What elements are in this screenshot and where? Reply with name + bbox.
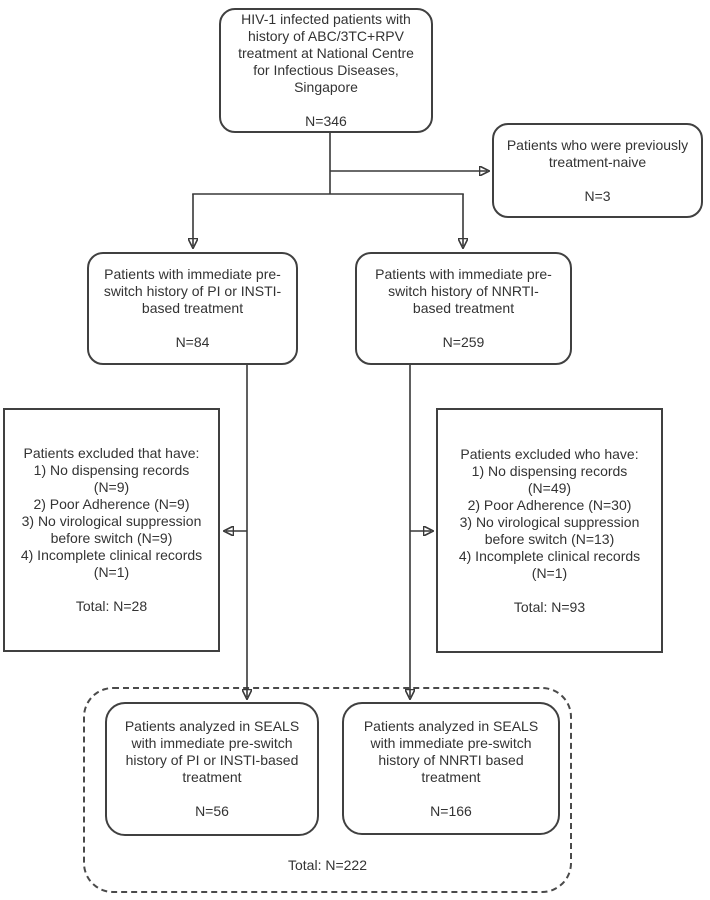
excluded-nnrti-box: Patients excluded who have: 1) No dispen… bbox=[436, 408, 663, 653]
nnrti-box-text: Patients with immediate pre- switch hist… bbox=[375, 266, 552, 316]
nnrti-box-count: N=259 bbox=[442, 334, 485, 350]
naive-box-text: Patients who were previously treatment-n… bbox=[506, 136, 689, 170]
seals-nnrti-box: Patients analyzed in SEALS with immediat… bbox=[342, 702, 560, 835]
source-box-text: HIV-1 infected patients with history of … bbox=[238, 11, 414, 95]
pi-insti-box: Patients with immediate pre- switch hist… bbox=[87, 252, 298, 365]
analyzed-group-box bbox=[83, 687, 572, 893]
naive-box: Patients who were previously treatment-n… bbox=[492, 123, 703, 218]
source-box-count: N=346 bbox=[305, 113, 347, 129]
pi-insti-box-count: N=84 bbox=[175, 334, 210, 350]
naive-box-count: N=3 bbox=[584, 187, 611, 204]
excluded-nnrti-box-text: Patients excluded who have: 1) No dispen… bbox=[458, 445, 641, 581]
seals-nnrti-box-count: N=166 bbox=[430, 802, 472, 819]
seals-pi-box: Patients analyzed in SEALS with immediat… bbox=[105, 702, 319, 836]
nnrti-box: Patients with immediate pre- switch hist… bbox=[355, 252, 572, 365]
excluded-pi-box: Patients excluded that have: 1) No dispe… bbox=[3, 408, 220, 652]
excluded-pi-box-text: Patients excluded that have: 1) No dispe… bbox=[20, 445, 203, 580]
excluded-pi-box-total: Total: N=28 bbox=[75, 598, 148, 614]
seals-pi-box-text: Patients analyzed in SEALS with immediat… bbox=[124, 718, 300, 785]
seals-pi-box-count: N=56 bbox=[195, 803, 229, 819]
seals-nnrti-box-text: Patients analyzed in SEALS with immediat… bbox=[363, 717, 539, 785]
source-box: HIV-1 infected patients with history of … bbox=[219, 8, 433, 133]
analyzed-total-label: Total: N=222 bbox=[288, 857, 367, 873]
excluded-nnrti-box-total: Total: N=93 bbox=[513, 598, 586, 615]
pi-insti-box-text: Patients with immediate pre- switch hist… bbox=[103, 266, 282, 316]
